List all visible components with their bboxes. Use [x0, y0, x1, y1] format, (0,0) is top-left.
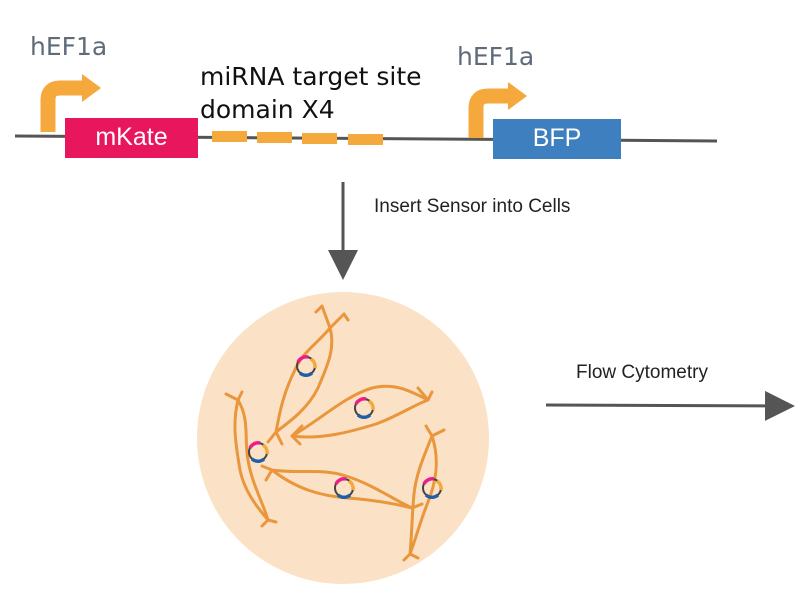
- plasmid-icon: [354, 397, 375, 420]
- plasmid-icon: [422, 477, 443, 500]
- cell: [402, 424, 446, 562]
- target-site-label: miRNA target site domain X4: [200, 62, 422, 124]
- target-site-segment: [302, 133, 337, 144]
- insert-step-label: Insert Sensor into Cells: [374, 196, 571, 217]
- bfp-gene-box: [493, 119, 621, 159]
- plasmid-icon: [248, 441, 269, 464]
- target-site-segment: [257, 132, 292, 143]
- promoter-2-label: hEF1a: [457, 42, 535, 71]
- promoter-1-arrow-icon: [40, 74, 101, 132]
- cell: [266, 304, 350, 446]
- promoter-1-label: hEF1a: [30, 32, 108, 61]
- bfp-gene-label: BFP: [532, 124, 582, 152]
- cell-group: [224, 304, 446, 562]
- plasmid-icon: [334, 477, 355, 500]
- promoter-2-arrow-icon: [468, 82, 527, 138]
- target-site-segment: [348, 134, 383, 145]
- mkate-gene-box: [65, 118, 198, 158]
- target-site-segments: [212, 131, 383, 145]
- flow-cytometry-arrow-icon: [545, 390, 795, 421]
- cell: [224, 390, 278, 528]
- plasmid-icon: [296, 355, 317, 378]
- mkate-gene-label: mKate: [95, 123, 168, 151]
- cell-culture-dish: [197, 292, 489, 584]
- cell: [290, 384, 434, 446]
- target-site-segment: [212, 131, 247, 142]
- flow-cytometry-label: Flow Cytometry: [576, 362, 708, 383]
